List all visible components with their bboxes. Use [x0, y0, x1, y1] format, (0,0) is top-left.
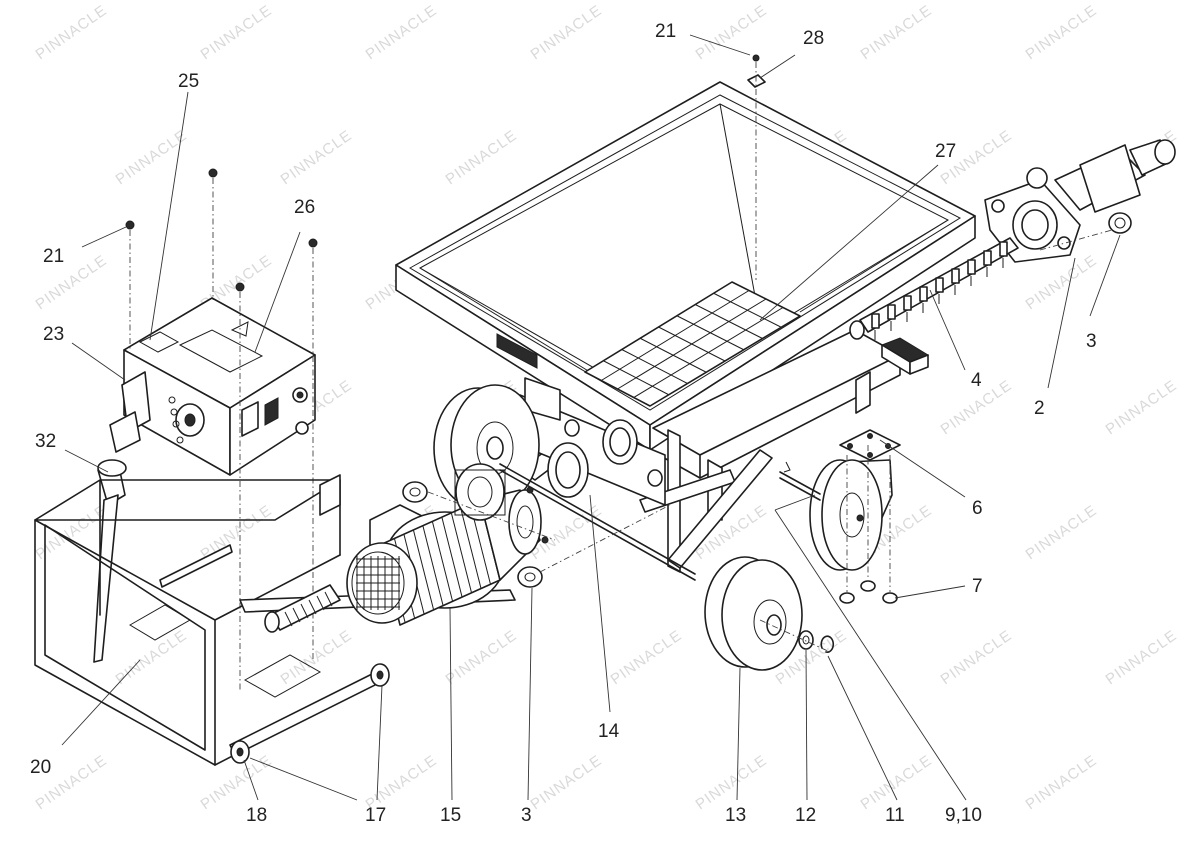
auger-flight: [951, 268, 960, 284]
drive-shaft: [264, 584, 341, 633]
watermark-text: PINNACLE: [113, 627, 191, 689]
watermark-text: PINNACLE: [363, 2, 441, 64]
watermark-text: PINNACLE: [528, 752, 606, 814]
grid-bar: [633, 307, 784, 398]
motor-fin: [451, 513, 472, 593]
leader-lines: [61, 34, 1121, 801]
callout-21-left: 21: [43, 246, 64, 267]
watermark-text: PINNACLE: [198, 502, 276, 564]
shaft-rib: [300, 603, 309, 619]
shaft-rib: [324, 591, 333, 607]
grid-bar: [617, 298, 767, 390]
watermark-text: PINNACLE: [113, 127, 191, 189]
shaft-rib: [284, 611, 293, 627]
callout-3-right: 3: [1086, 331, 1097, 352]
callout-12: 12: [795, 805, 816, 826]
callout-6: 6: [972, 498, 983, 519]
watermark-text: PINNACLE: [858, 2, 936, 64]
callout-25: 25: [178, 71, 199, 92]
chassis-frame: [519, 329, 901, 573]
auger-flight: [903, 295, 912, 311]
grid-bar: [600, 290, 750, 381]
callout-15: 15: [440, 805, 461, 826]
callout-11: 11: [885, 805, 905, 826]
shaft-rib: [308, 599, 317, 615]
watermark-text: PINNACLE: [938, 627, 1016, 689]
auger-flight: [871, 313, 880, 329]
cable-plug: [93, 459, 127, 663]
callout-3-bottom: 3: [521, 805, 532, 826]
callout-9-10: 9,10: [945, 805, 982, 826]
motor-fin: [441, 517, 463, 597]
callout-17: 17: [365, 805, 386, 826]
watermark-text: PINNACLE: [1103, 377, 1181, 439]
auger-flight: [967, 259, 976, 275]
watermark-text: PINNACLE: [693, 2, 771, 64]
callout-18: 18: [246, 805, 267, 826]
watermark-text: PINNACLE: [33, 2, 111, 64]
callout-32: 32: [35, 431, 56, 452]
nuts-7: [839, 445, 898, 604]
motor-fin: [432, 521, 453, 602]
motor-fin: [413, 530, 434, 610]
nuts-3: [402, 481, 671, 588]
coupling-block: [880, 337, 930, 375]
shaft-rib: [292, 607, 301, 623]
watermark-text: PINNACLE: [1023, 252, 1101, 314]
watermark-text: PINNACLE: [1023, 502, 1101, 564]
caster-plate: [839, 429, 901, 461]
motor-fin: [422, 526, 444, 606]
watermark-text: PINNACLE: [608, 627, 686, 689]
watermark-text: PINNACLE: [1023, 752, 1101, 814]
auger-flight: [887, 304, 896, 320]
callout-20: 20: [30, 757, 51, 778]
pump-assembly: [984, 139, 1176, 263]
auger: [849, 237, 1019, 340]
watermark-text: PINNACLE: [1023, 2, 1101, 64]
callout-23: 23: [43, 324, 64, 345]
callout-2: 2: [1034, 398, 1045, 419]
auger-flight: [935, 277, 944, 293]
watermark-text: PINNACLE: [443, 127, 521, 189]
callout-21-top: 21: [655, 21, 676, 42]
callout-14: 14: [598, 721, 620, 742]
callout-7: 7: [972, 576, 983, 597]
grid-sieve: [584, 281, 801, 407]
washer-and-clip: [759, 619, 835, 653]
callout-13: 13: [725, 805, 746, 826]
auger-flight: [983, 250, 992, 266]
caster-wheel: [809, 459, 893, 571]
auger-flight: [919, 286, 928, 302]
motor-fin: [460, 509, 482, 589]
callout-27: 27: [935, 141, 956, 162]
auger-flight: [999, 241, 1008, 257]
callout-labels: 21 28 25 26 21 27 23 32 3 2 4 6 7 14 20 …: [30, 21, 1097, 826]
motor: [346, 486, 549, 626]
drive-flange: [454, 463, 506, 521]
watermark-text: PINNACLE: [528, 2, 606, 64]
watermark-text: PINNACLE: [278, 627, 356, 689]
watermark-text: PINNACLE: [1103, 627, 1181, 689]
watermark-text: PINNACLE: [443, 627, 521, 689]
callout-26: 26: [294, 197, 315, 218]
callout-28: 28: [803, 28, 824, 49]
callout-4: 4: [971, 370, 982, 391]
shaft-rib: [316, 595, 325, 611]
right-wheel: [704, 556, 803, 671]
control-box: [109, 297, 316, 476]
watermark-text: PINNACLE: [278, 127, 356, 189]
hinges: [230, 663, 390, 764]
watermark-text: PINNACLE: [198, 2, 276, 64]
